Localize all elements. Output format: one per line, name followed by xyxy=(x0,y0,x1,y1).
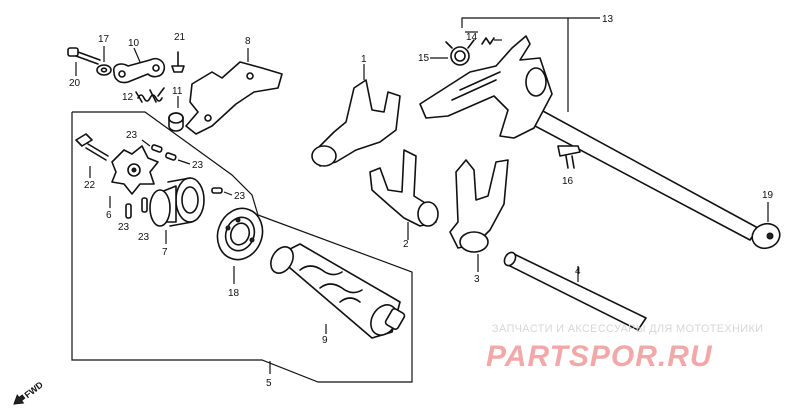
callout-8: 8 xyxy=(245,36,251,47)
spring-14 xyxy=(481,37,495,45)
spring-15 xyxy=(445,39,475,66)
callout-9: 9 xyxy=(322,335,328,346)
callout-16: 16 xyxy=(562,176,574,187)
callout-19: 19 xyxy=(762,190,774,201)
pin-16 xyxy=(557,145,581,169)
shift-drum-9 xyxy=(270,243,406,339)
plate-8 xyxy=(185,61,283,135)
stopper-arm-10 xyxy=(112,57,166,84)
shift-fork-2 xyxy=(369,149,439,227)
shift-fork-1 xyxy=(311,79,401,167)
callout-12: 12 xyxy=(122,92,134,103)
callout-23d: 23 xyxy=(118,222,130,233)
fwd-arrow: FWD xyxy=(13,379,46,405)
callout-15: 15 xyxy=(418,53,430,64)
seal-19 xyxy=(751,222,781,250)
callout-18: 18 xyxy=(228,288,240,299)
callout-20: 20 xyxy=(69,78,81,89)
callout-5: 5 xyxy=(266,378,272,389)
callout-10: 10 xyxy=(128,38,140,49)
bearing-18 xyxy=(216,207,264,261)
bolt-20 xyxy=(67,47,101,65)
callout-23a: 23 xyxy=(126,130,138,141)
callout-17: 17 xyxy=(98,34,110,45)
bolt-22 xyxy=(75,133,109,161)
shift-shaft-13 xyxy=(419,35,759,241)
watermark-tagline: ЗАПЧАСТИ И АКСЕССУАРЫ ДЛЯ МОТОТЕХНИКИ xyxy=(492,323,763,335)
spring-12 xyxy=(135,87,165,103)
callout-23e: 23 xyxy=(138,232,150,243)
callout-22: 22 xyxy=(84,180,96,191)
pins-23 xyxy=(125,144,223,219)
callout-3: 3 xyxy=(474,274,480,285)
collar-11 xyxy=(168,112,184,132)
callout-23b: 23 xyxy=(192,160,204,171)
callout-13: 13 xyxy=(602,14,614,25)
fwd-label: FWD xyxy=(23,379,46,400)
callout-1: 1 xyxy=(361,54,367,65)
callout-21: 21 xyxy=(174,32,186,43)
shift-fork-3 xyxy=(449,159,509,253)
callout-2: 2 xyxy=(403,239,409,250)
callout-11: 11 xyxy=(172,86,183,97)
bolt-21 xyxy=(171,51,185,73)
callout-7: 7 xyxy=(162,247,168,258)
callout-6: 6 xyxy=(106,210,112,221)
callout-23c: 23 xyxy=(234,191,246,202)
washer-17 xyxy=(96,64,112,76)
bracket-5 xyxy=(71,111,413,383)
shaft-rod-4 xyxy=(503,251,647,331)
callout-4: 4 xyxy=(575,266,581,277)
callout-14: 14 xyxy=(466,32,478,43)
watermark-brand: PARTSPOR.RU xyxy=(486,340,713,373)
drum-center-7 xyxy=(149,177,205,227)
cam-plate-6 xyxy=(111,145,159,195)
bracket-13 xyxy=(461,17,569,112)
